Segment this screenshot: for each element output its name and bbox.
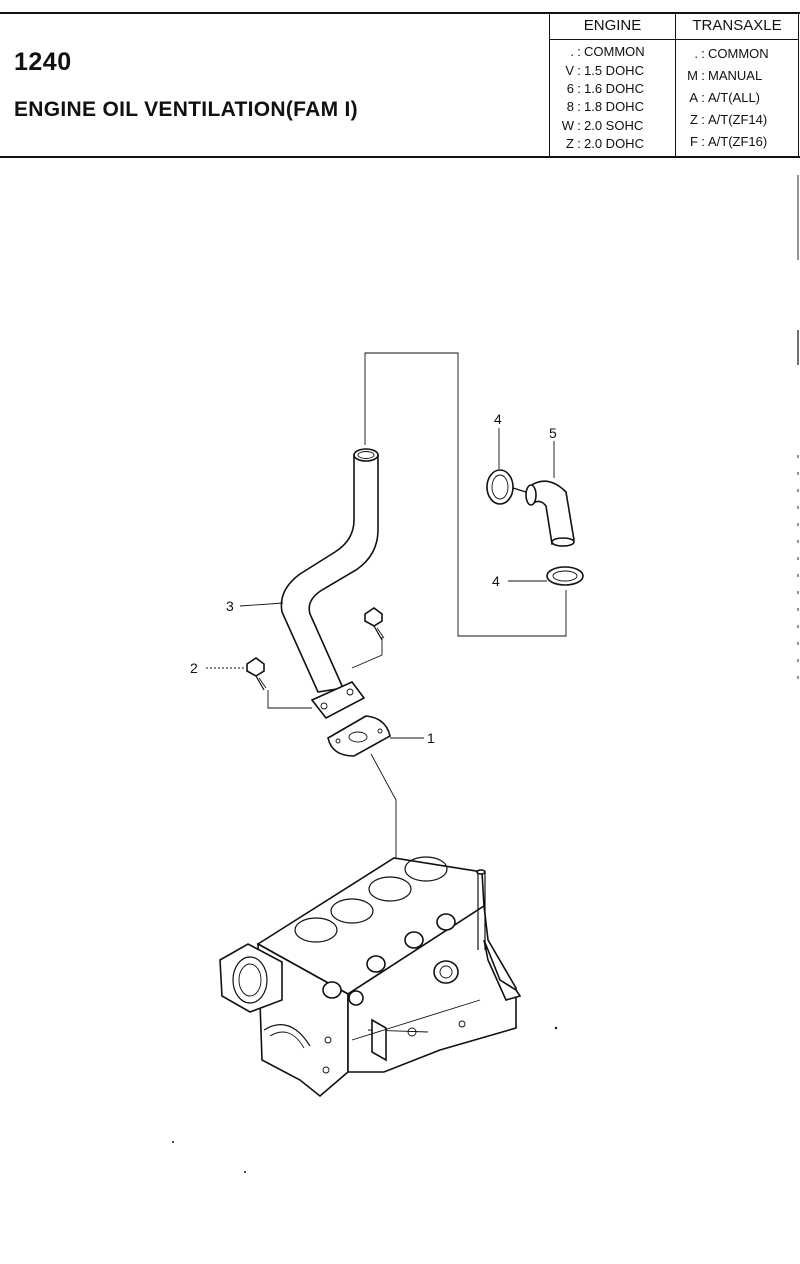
transaxle-legend-row: M:MANUAL: [687, 68, 763, 83]
page-number: 1240: [14, 48, 72, 76]
transaxle-legend-row: F:A/T(ZF16): [690, 134, 768, 149]
hose-clamp: [546, 566, 584, 586]
engine-legend-row: W:2.0 SOHC: [561, 118, 644, 133]
header-top-rule: [0, 12, 800, 14]
engine-legend-row: .:COMMON: [570, 44, 645, 59]
page-title: ENGINE OIL VENTILATION(FAM I): [14, 98, 358, 121]
page-header: 1240 ENGINE OIL VENTILATION(FAM I) ENGIN…: [0, 0, 800, 160]
transaxle-legend-row: A:A/T(ALL): [689, 90, 761, 105]
engine-legend-row: 8:1.8 DOHC: [566, 99, 644, 114]
callout-label: 5: [549, 425, 557, 441]
bolt: [364, 607, 385, 641]
legend-heading-rule: [549, 39, 799, 40]
callout-label: 4: [492, 573, 500, 589]
transaxle-legend-heading: TRANSAXLE: [692, 17, 782, 34]
connection-lines: [267, 352, 567, 862]
callout-pipe: 3: [226, 598, 284, 614]
callout-label: 1: [427, 730, 435, 746]
elbow-hose: [525, 480, 575, 547]
legend-divider: [675, 14, 676, 157]
scan-specks: [172, 1026, 558, 1173]
gasket: [327, 715, 391, 757]
engine-legend-row: 6:1.6 DOHC: [566, 81, 644, 96]
transaxle-legend-row: Z:A/T(ZF14): [690, 112, 768, 127]
callout-hose: 5: [549, 425, 557, 478]
callout-gasket: 1: [390, 730, 435, 746]
engine-legend-row: V:1.5 DOHC: [565, 63, 644, 78]
callout-clamp-lower: 4: [492, 573, 547, 589]
header-bottom-rule: [0, 156, 800, 158]
exploded-parts-diagram: 1 2 3 4 5 4: [172, 175, 799, 1173]
transaxle-legend-row: .:COMMON: [694, 46, 769, 61]
engine-legend-row: Z:2.0 DOHC: [566, 136, 644, 151]
bolt: [246, 657, 267, 691]
callout-clamp-upper: 4: [494, 411, 502, 469]
hose-clamp: [486, 469, 527, 505]
ventilation-pipe: [280, 448, 379, 720]
legend-divider: [549, 14, 550, 157]
callout-label: 2: [190, 660, 198, 676]
callout-label: 4: [494, 411, 502, 427]
engine-legend-heading: ENGINE: [583, 17, 642, 34]
callout-label: 3: [226, 598, 234, 614]
engine-block: [219, 856, 522, 1098]
callout-bolt: 2: [190, 660, 246, 676]
legend-divider: [798, 14, 799, 157]
